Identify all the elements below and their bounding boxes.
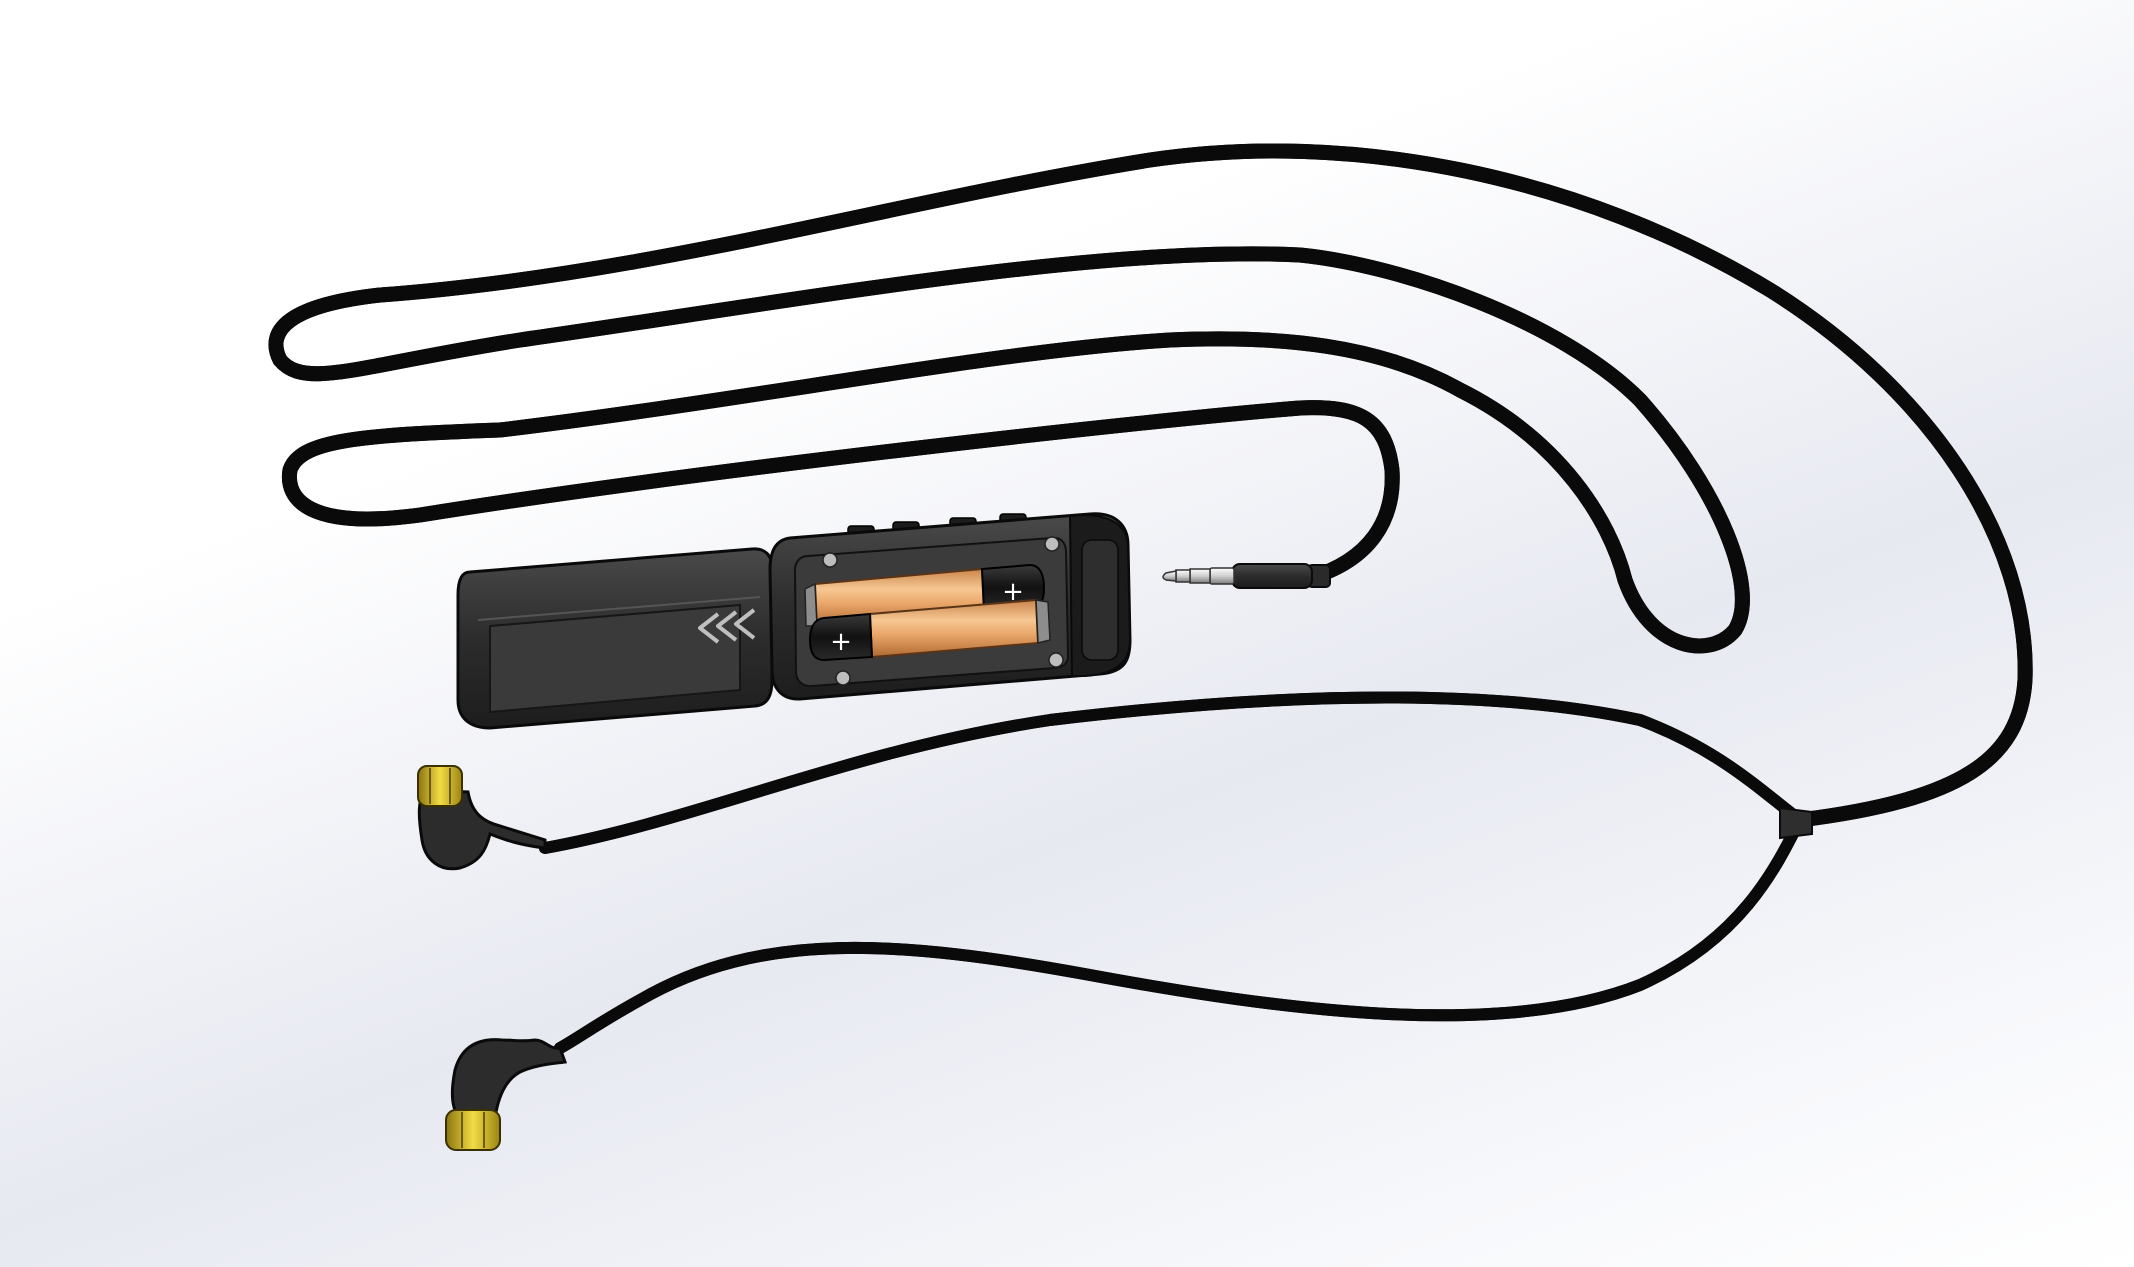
battery-cover [456, 547, 774, 730]
earbud-lower [445, 1038, 568, 1151]
screws [822, 536, 1064, 686]
battery-lower: + [808, 598, 1051, 662]
battery-housing: + + [768, 512, 1132, 701]
audio-jack-plug [1162, 563, 1331, 589]
battery-upper-polarity: + [1002, 577, 1024, 607]
release-arrows-icon [698, 608, 756, 644]
y-splitter [1779, 806, 1813, 840]
earphone-cables [539, 698, 1806, 1054]
main-cable [276, 151, 2025, 828]
earbud-upper [417, 765, 547, 871]
battery-lower-polarity: + [830, 627, 852, 657]
